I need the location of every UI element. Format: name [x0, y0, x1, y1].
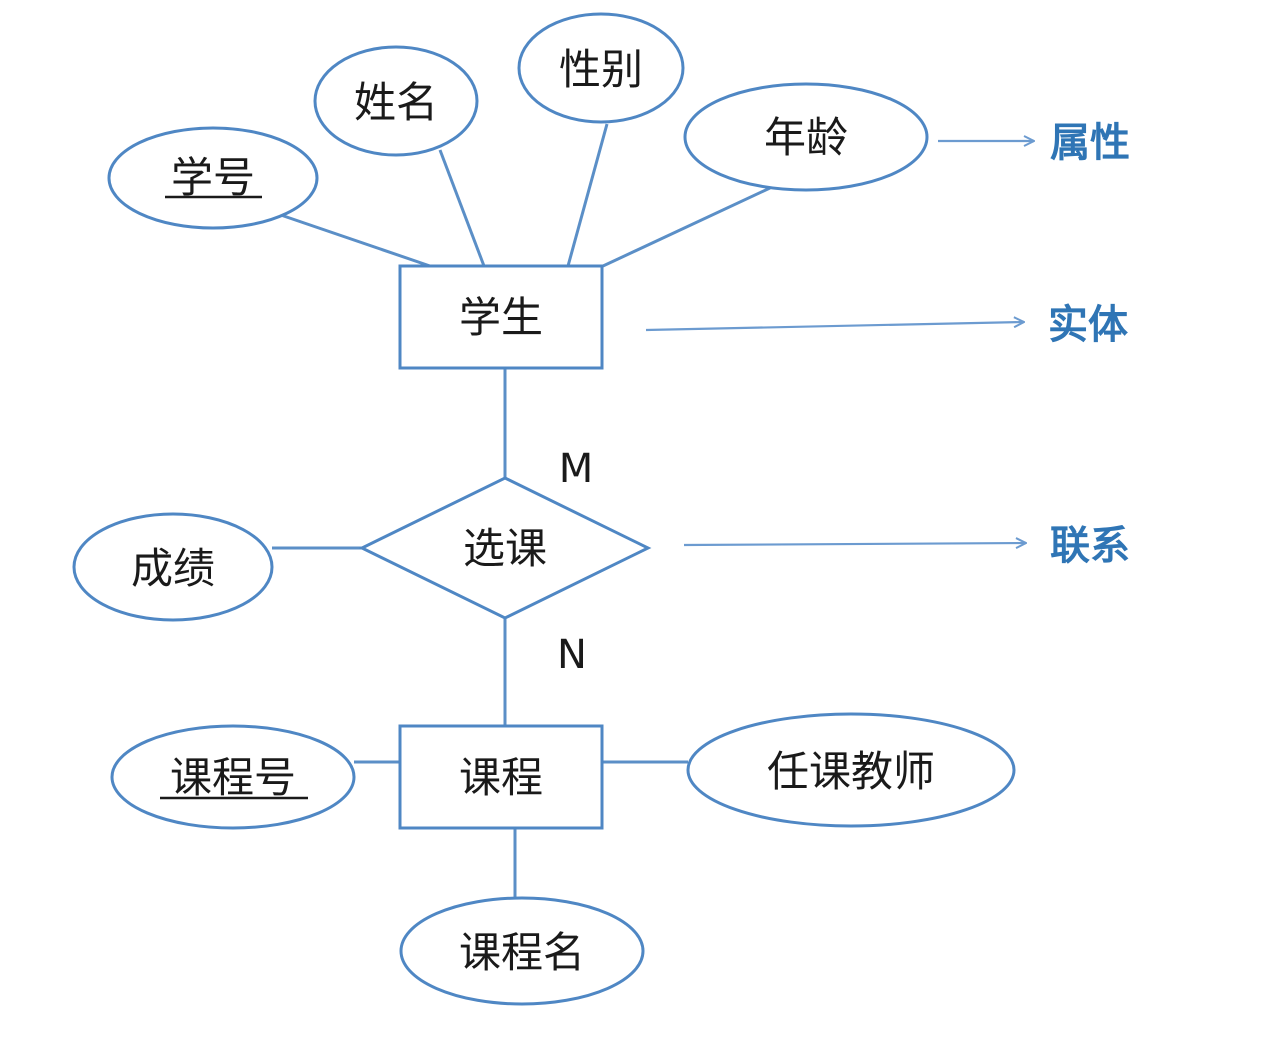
attribute-grade-label: 成绩: [131, 544, 215, 593]
legend-label-attribute: 属性: [1050, 120, 1130, 166]
entity-course-label: 课程: [459, 753, 543, 802]
entity-course: 课程: [398, 724, 604, 830]
attribute-student-gender: 性别: [517, 12, 685, 124]
attribute-course-id: 课程号: [110, 724, 356, 830]
attribute-course-teacher-label: 任课教师: [767, 747, 935, 796]
attribute-student-id-label: 学号: [171, 153, 255, 202]
legend-arrow-relationship: [683, 543, 1026, 545]
attribute-student-id: 学号: [107, 126, 319, 230]
legend: 属性 实体 联系: [645, 120, 1130, 569]
cardinality-m: M: [559, 446, 594, 492]
attribute-grade: 成绩: [72, 512, 274, 622]
connectors: [271, 123, 771, 900]
attribute-student-age-label: 年龄: [764, 113, 848, 162]
entity-student-label: 学生: [459, 293, 543, 342]
edge-student-name: [438, 149, 486, 267]
attribute-course-name: 课程名: [399, 896, 645, 1006]
legend-arrow-entity: [645, 322, 1024, 332]
attribute-course-name-label: 课程名: [459, 928, 585, 977]
attribute-course-id-label: 课程号: [170, 753, 296, 802]
attribute-student-name: 姓名: [313, 45, 479, 157]
entity-student: 学生: [398, 264, 604, 370]
legend-label-relationship: 联系: [1050, 523, 1130, 569]
attribute-course-teacher: 任课教师: [686, 712, 1016, 828]
cardinality-n: N: [557, 632, 587, 678]
relationship-enrollment-label: 选课: [463, 524, 547, 573]
legend-label-entity: 实体: [1048, 302, 1128, 348]
relationship-enrollment: 选课: [358, 476, 652, 620]
attribute-student-name-label: 姓名: [354, 78, 438, 127]
attribute-student-age: 年龄: [683, 82, 929, 192]
edge-student-id: [271, 210, 431, 268]
attribute-student-gender-label: 性别: [559, 45, 643, 94]
edge-student-gender: [566, 123, 609, 267]
edge-student-age: [602, 186, 771, 268]
